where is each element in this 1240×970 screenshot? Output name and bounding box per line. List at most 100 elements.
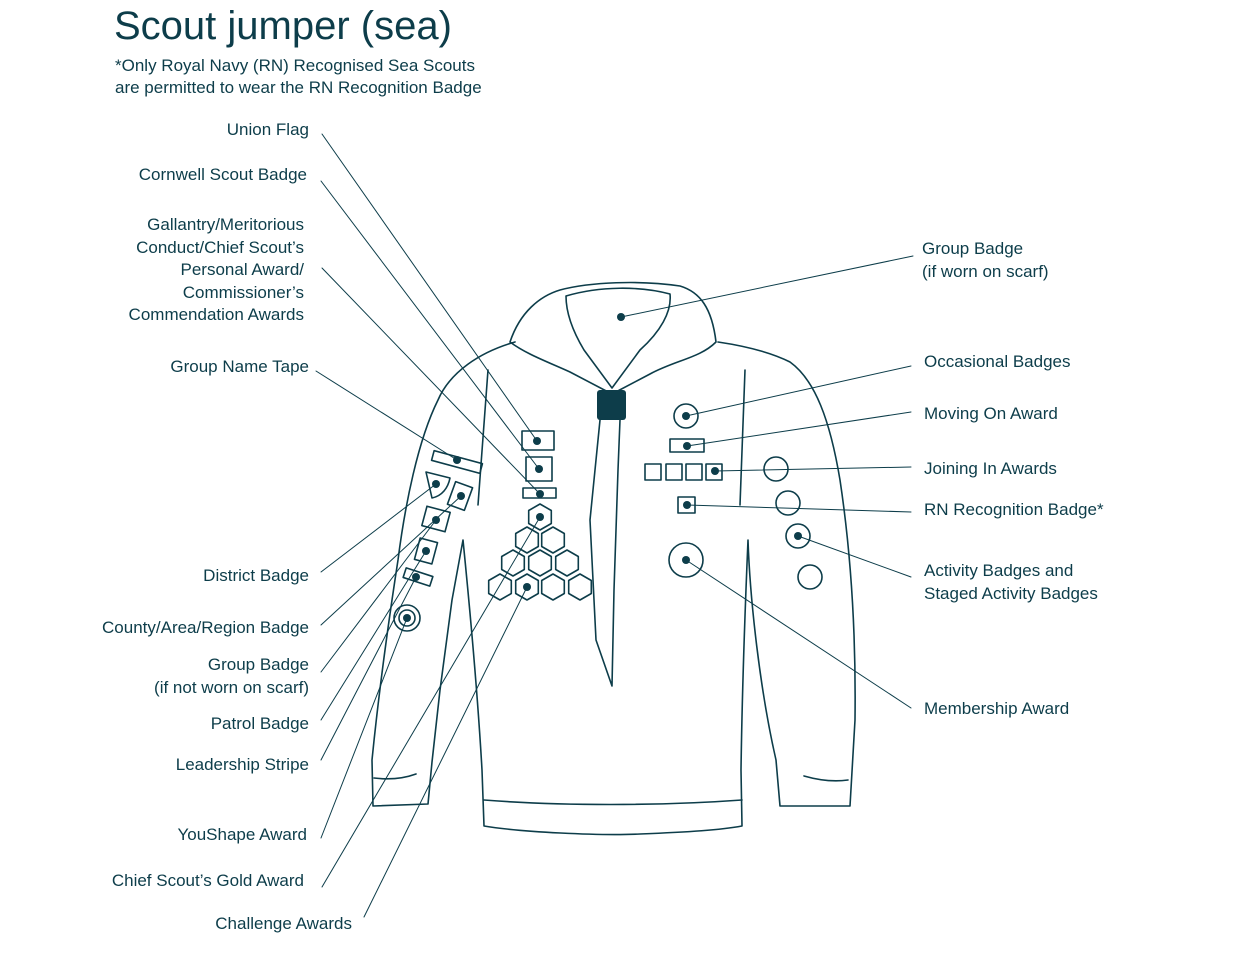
leader-cornwell-scout-badge-dot — [535, 465, 543, 473]
rn-note-line-2: are permitted to wear the RN Recognition… — [115, 78, 482, 97]
label-group-badge-scarf-line-2: (if worn on scarf) — [922, 261, 1049, 281]
challenge-award-hexagon — [527, 503, 553, 531]
leader-membership-award — [685, 559, 912, 709]
cornwell-badge-patch — [525, 456, 553, 482]
label-activity-badges-line-1: Activity Badges and — [924, 561, 1074, 580]
label-rn-recognition-badge: RN Recognition Badge* — [924, 500, 1104, 519]
leader-youshape-award — [320, 617, 408, 839]
collar-outer — [509, 281, 717, 395]
label-youshape-award: YouShape Award — [177, 825, 307, 844]
leader-occasional-badges — [685, 365, 912, 417]
leader-gallantry-awards — [321, 267, 541, 495]
leader-group-badge-not-scarf-dot — [432, 516, 440, 524]
label-challenge-awards: Challenge Awards — [215, 914, 352, 933]
leader-group-badge-scarf-dot — [617, 313, 625, 321]
leader-youshape-award-dot — [403, 614, 411, 622]
leader-dots — [403, 313, 802, 622]
leader-district-badge-dot — [432, 480, 440, 488]
label-group-badge-not-scarf-line-2: (if not worn on scarf) — [154, 677, 309, 697]
gallantry-patch — [522, 487, 557, 499]
label-gallantry-line-5: Commendation Awards — [128, 305, 304, 324]
label-gallantry-line-4: Commissioner’s — [182, 282, 304, 302]
label-moving-on-award: Moving On Award — [924, 404, 1058, 423]
label-membership-award: Membership Award — [924, 699, 1070, 718]
leader-gallantry-awards-dot — [536, 490, 544, 498]
challenge-award-hexagon — [514, 573, 540, 601]
leader-activity-badges — [797, 535, 912, 578]
badges-right — [644, 403, 823, 590]
moving-on-award-patch — [669, 438, 705, 453]
label-union-flag: Union Flag — [226, 120, 309, 139]
challenge-award-hexagon — [554, 549, 580, 577]
leader-occasional-badges-dot — [682, 412, 690, 420]
leader-joining-in-awards-dot — [711, 467, 719, 475]
label-gallantry-line-2: Conduct/Chief Scout’s — [136, 237, 304, 257]
leader-group-name-tape-dot — [453, 456, 461, 464]
activity-badge-3 — [785, 523, 811, 549]
leader-chief-scout-gold-award — [321, 516, 541, 888]
joining-in-award-3 — [685, 463, 703, 481]
label-patrol-badge: Patrol Badge — [210, 714, 309, 733]
leader-lines — [315, 133, 914, 918]
leader-district-badge — [320, 483, 437, 573]
leader-rn-recognition-badge-dot — [683, 501, 691, 509]
occasional-badge-patch — [673, 403, 699, 429]
joining-in-award-4 — [705, 463, 723, 481]
activity-badge-2 — [775, 490, 801, 516]
label-group-badge-scarf-line-1: Group Badge — [922, 239, 1024, 258]
label-group-name-tape: Group Name Tape — [170, 357, 309, 376]
label-group-badge-not-scarf-line-1: Group Badge — [207, 655, 309, 674]
label-cornwell-scout-badge: Cornwell Scout Badge — [138, 165, 307, 184]
youshape-award-patch-inner — [398, 609, 416, 627]
leader-patrol-badge — [320, 550, 427, 721]
label-joining-in-awards: Joining In Awards — [924, 459, 1057, 478]
label-group-badge-not-scarf: Group Badge (if not worn on scarf) — [154, 654, 309, 699]
leader-leadership-stripe — [320, 576, 417, 761]
label-district-badge: District Badge — [203, 566, 309, 585]
leader-patrol-badge-dot — [422, 547, 430, 555]
jumper-outline — [371, 281, 856, 836]
county-badge-patch — [446, 480, 474, 512]
jumper-cuff-left — [373, 773, 417, 780]
challenge-awards-hexagons — [487, 503, 593, 601]
label-gallantry-line-3: Personal Award/ — [180, 260, 304, 279]
label-activity-badges: Activity Badges and Staged Activity Badg… — [924, 560, 1098, 605]
challenge-award-hexagon — [500, 549, 526, 577]
leader-challenge-awards-dot — [523, 583, 531, 591]
label-occasional-badges: Occasional Badges — [924, 352, 1071, 371]
leader-rn-recognition-badge — [686, 504, 912, 513]
leader-cornwell-scout-badge — [320, 180, 540, 470]
leader-group-name-tape — [315, 370, 458, 461]
leader-activity-badges-dot — [794, 532, 802, 540]
jumper-cuff-right — [803, 775, 849, 782]
leader-leadership-stripe-dot — [412, 573, 420, 581]
union-flag-patch — [521, 430, 555, 451]
leader-group-badge-scarf — [620, 255, 914, 318]
district-badge-patch — [425, 471, 451, 499]
collar-inner — [565, 287, 671, 389]
patrol-badge-patch — [413, 537, 439, 565]
leader-joining-in-awards — [714, 466, 912, 472]
challenge-award-hexagon — [487, 573, 513, 601]
leader-group-badge-not-scarf — [320, 519, 437, 673]
leadership-stripe-patch — [402, 567, 434, 587]
joining-in-award-1 — [644, 463, 662, 481]
label-leadership-stripe: Leadership Stripe — [175, 755, 309, 774]
label-group-badge-scarf: Group Badge (if worn on scarf) — [922, 238, 1049, 283]
label-gallantry-line-1: Gallantry/Meritorious — [147, 215, 304, 234]
leader-moving-on-award — [686, 411, 912, 447]
rn-note: *Only Royal Navy (RN) Recognised Sea Sco… — [115, 55, 482, 99]
membership-award-patch — [668, 542, 704, 578]
activity-badge-4 — [797, 564, 823, 590]
challenge-award-hexagon — [540, 573, 566, 601]
leader-county-badge-dot — [457, 492, 465, 500]
leader-membership-award-dot — [682, 556, 690, 564]
challenge-award-hexagon — [540, 526, 566, 554]
label-county-badge: County/Area/Region Badge — [102, 618, 309, 637]
group-badge-patch — [421, 505, 451, 533]
youshape-award-patch-outer — [393, 604, 421, 632]
page-title: Scout jumper (sea) — [114, 4, 452, 48]
leader-union-flag-dot — [533, 437, 541, 445]
